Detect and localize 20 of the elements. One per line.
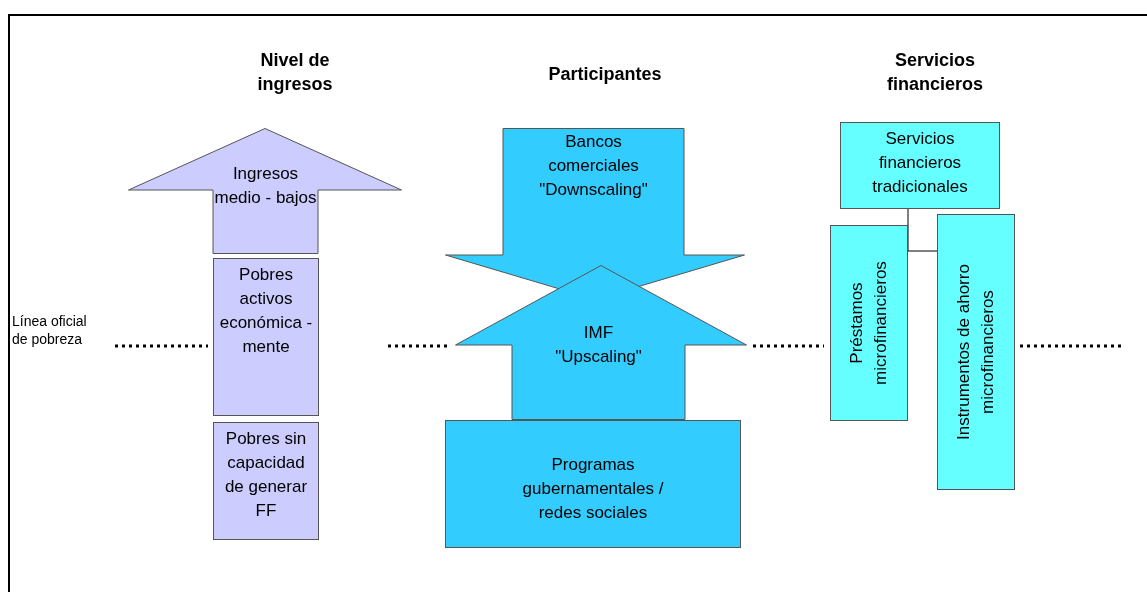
- column-heading: Participantes: [547, 63, 663, 86]
- node-text: Servicios financieros tradicionales: [871, 128, 969, 198]
- node-text: Programas gubernamentales / redes sociales: [521, 454, 665, 524]
- node-text: Ingresos medio - bajos: [213, 163, 318, 209]
- column-heading: Servicios financieros: [886, 49, 984, 96]
- node-text: Préstamos microfinancieros: [846, 260, 891, 387]
- node-text: IMF "Upscaling": [554, 322, 643, 368]
- node-text: Instrumentos de ahorro microfinancieros: [953, 263, 998, 442]
- connector-line: [907, 208, 938, 252]
- income-box: [213, 422, 319, 540]
- service-box: [840, 122, 1000, 209]
- node-text: Bancos comerciales "Downscaling": [539, 131, 648, 201]
- poverty-line-label: Línea oficial de pobreza: [12, 312, 88, 348]
- column-heading: Nivel de ingresos: [256, 49, 334, 96]
- participant-box: [445, 420, 741, 548]
- service-box: [937, 214, 1015, 490]
- income-box: [213, 258, 319, 416]
- service-box: [830, 225, 908, 421]
- node-text: Pobres sin capacidad de generar FF: [223, 428, 309, 522]
- node-text: Pobres activos económica - mente: [218, 264, 314, 358]
